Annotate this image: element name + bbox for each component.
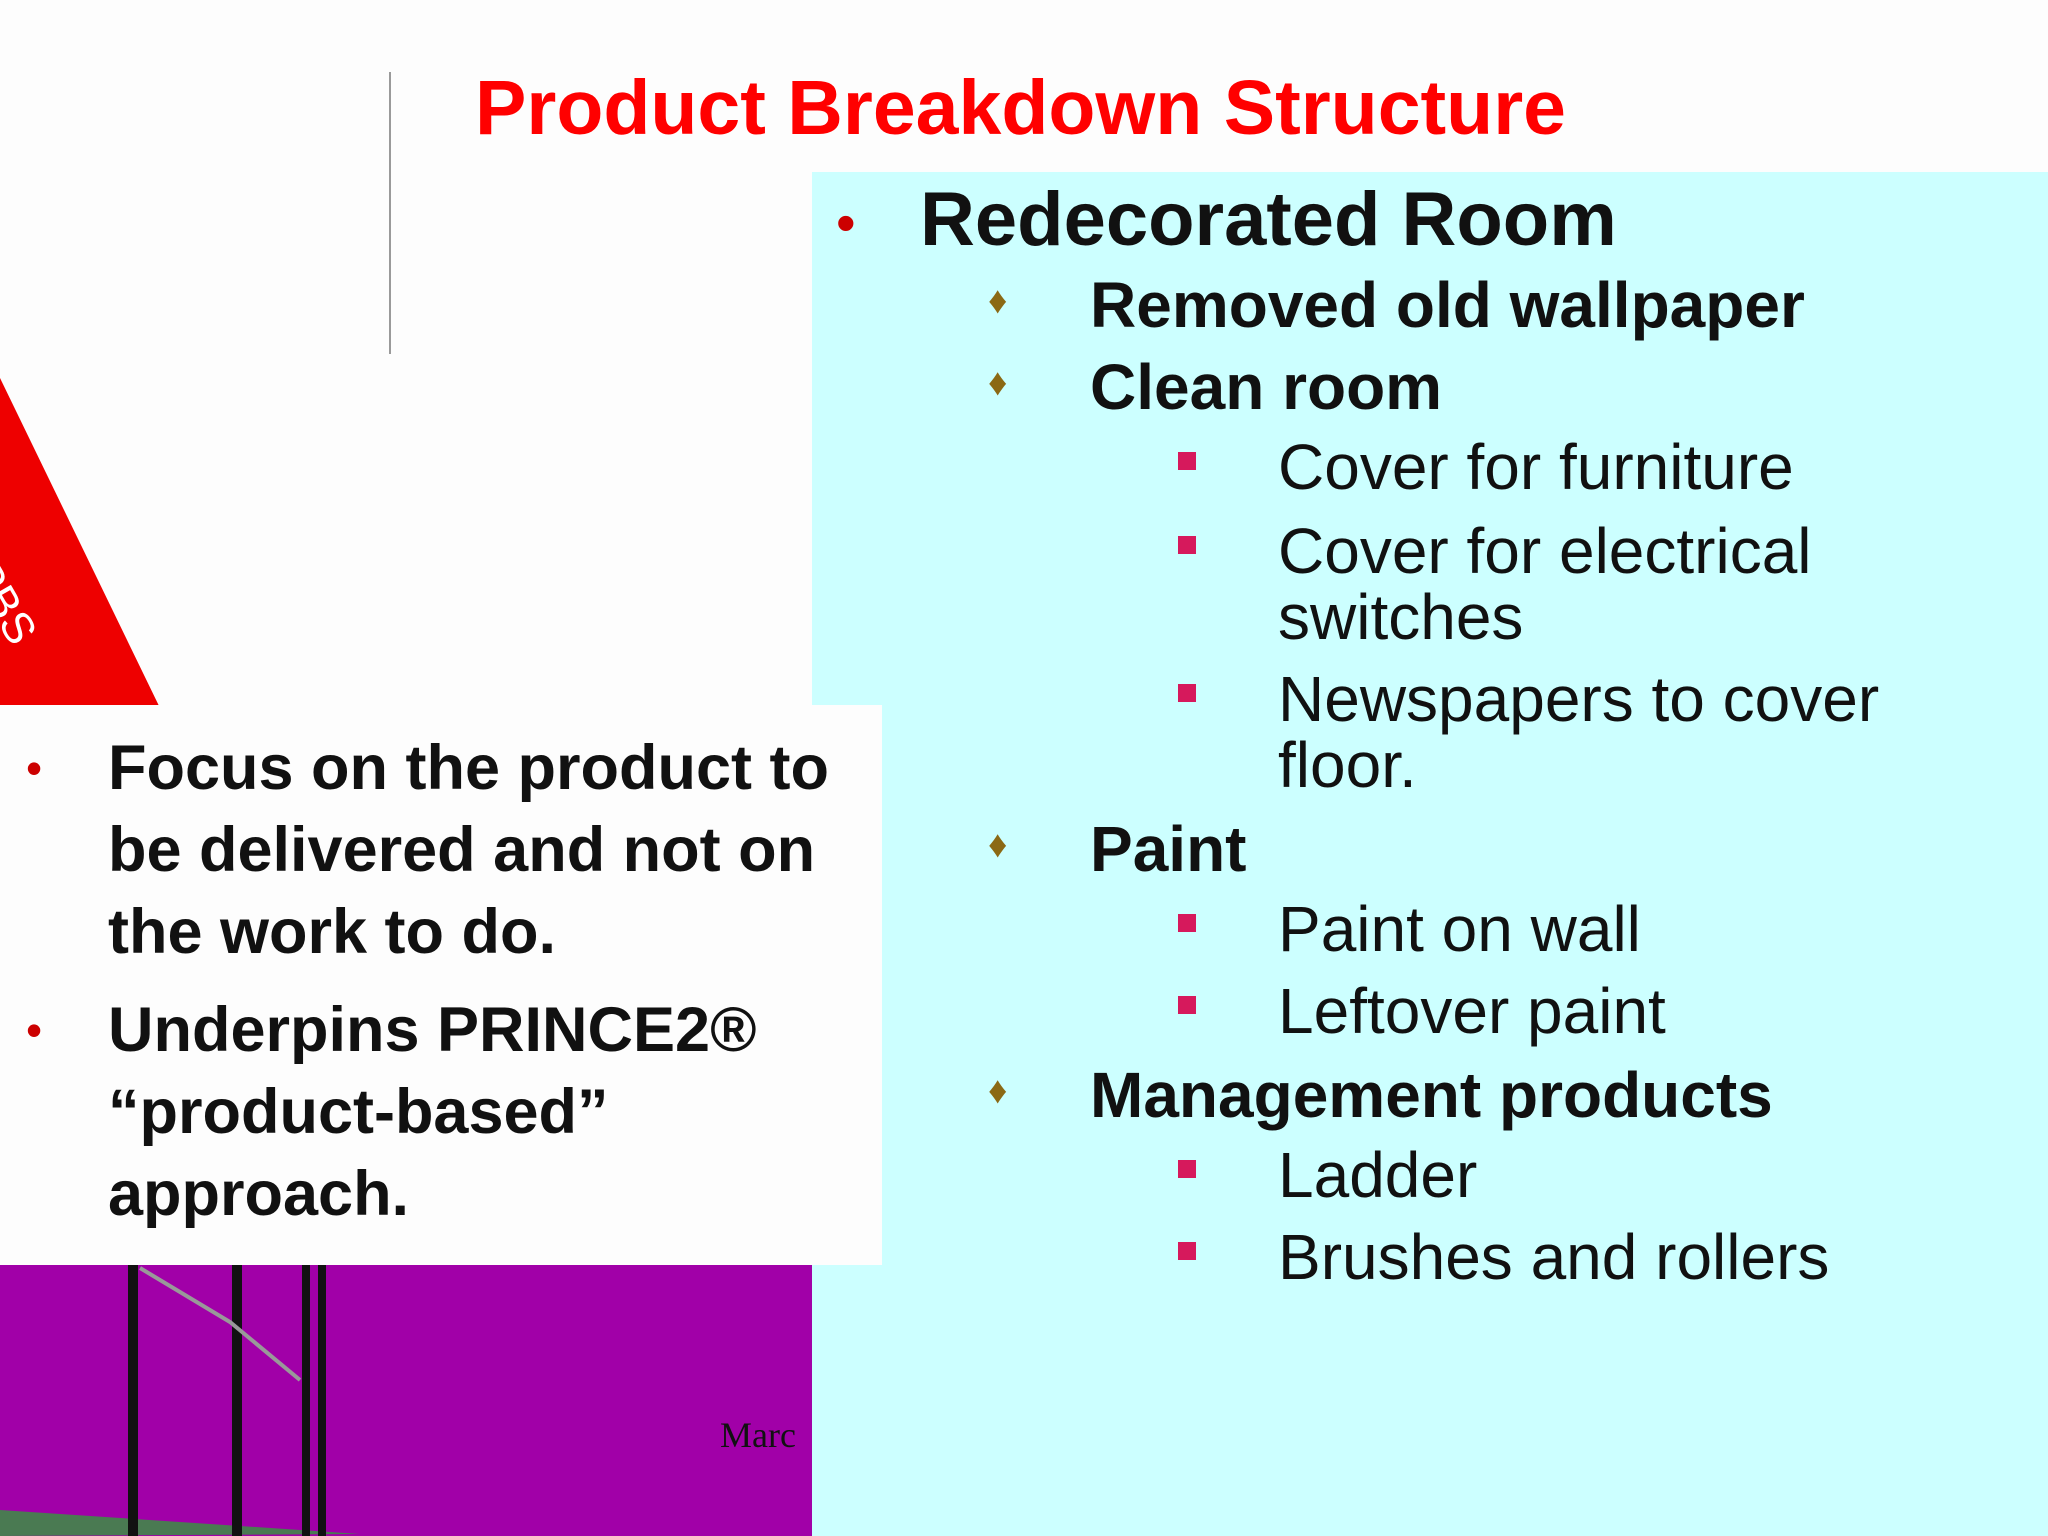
square-bullet-icon	[1178, 996, 1196, 1014]
summary-bullet-text: Focus on the product to be delivered and…	[108, 733, 829, 967]
square-bullet-icon	[1178, 1160, 1196, 1178]
pbs-triangle-graphic	[0, 378, 160, 708]
diamond-bullet-icon: ♦	[988, 1070, 1008, 1112]
outline-item: Paint	[1090, 813, 1247, 885]
diamond-bullet-icon: ♦	[988, 824, 1008, 866]
summary-bullet-text: Underpins PRINCE2® “product-based” appro…	[108, 995, 757, 1229]
decorative-building-graphic	[0, 1262, 812, 1536]
round-bullet-icon: •	[836, 191, 856, 254]
diamond-bullet-icon: ♦	[988, 362, 1008, 404]
product-outline-panel: • Redecorated Room ♦ Removed old wallpap…	[812, 172, 2048, 1536]
outline-subitem: Paint on wall	[1278, 893, 1641, 965]
outline-subitem: Newspapers to cover floor.	[1278, 663, 1880, 801]
square-bullet-icon	[1178, 452, 1196, 470]
footer-author: Marc	[720, 1415, 796, 1455]
square-bullet-icon	[1178, 684, 1196, 702]
outline-subitem: Brushes and rollers	[1278, 1221, 1830, 1293]
outline-item: Clean room	[1090, 351, 1443, 423]
divider-line	[389, 72, 391, 354]
outline-subitem: Cover for electrical switches	[1278, 515, 1812, 653]
outline-item: Management products	[1090, 1059, 1773, 1131]
outline-subitem: Ladder	[1278, 1139, 1478, 1211]
round-bullet-icon: •	[26, 1004, 43, 1056]
round-bullet-icon: •	[26, 742, 43, 794]
diamond-bullet-icon: ♦	[988, 280, 1008, 322]
outline-subitem: Cover for furniture	[1278, 431, 1794, 503]
square-bullet-icon	[1178, 536, 1196, 554]
square-bullet-icon	[1178, 1242, 1196, 1260]
outline-root: Redecorated Room	[920, 177, 1617, 262]
slide-title: Product Breakdown Structure	[475, 65, 1567, 151]
summary-panel: • Focus on the product to be delivered a…	[0, 705, 882, 1265]
square-bullet-icon	[1178, 914, 1196, 932]
outline-item: Removed old wallpaper	[1090, 269, 1805, 341]
outline-subitem: Leftover paint	[1278, 975, 1666, 1047]
